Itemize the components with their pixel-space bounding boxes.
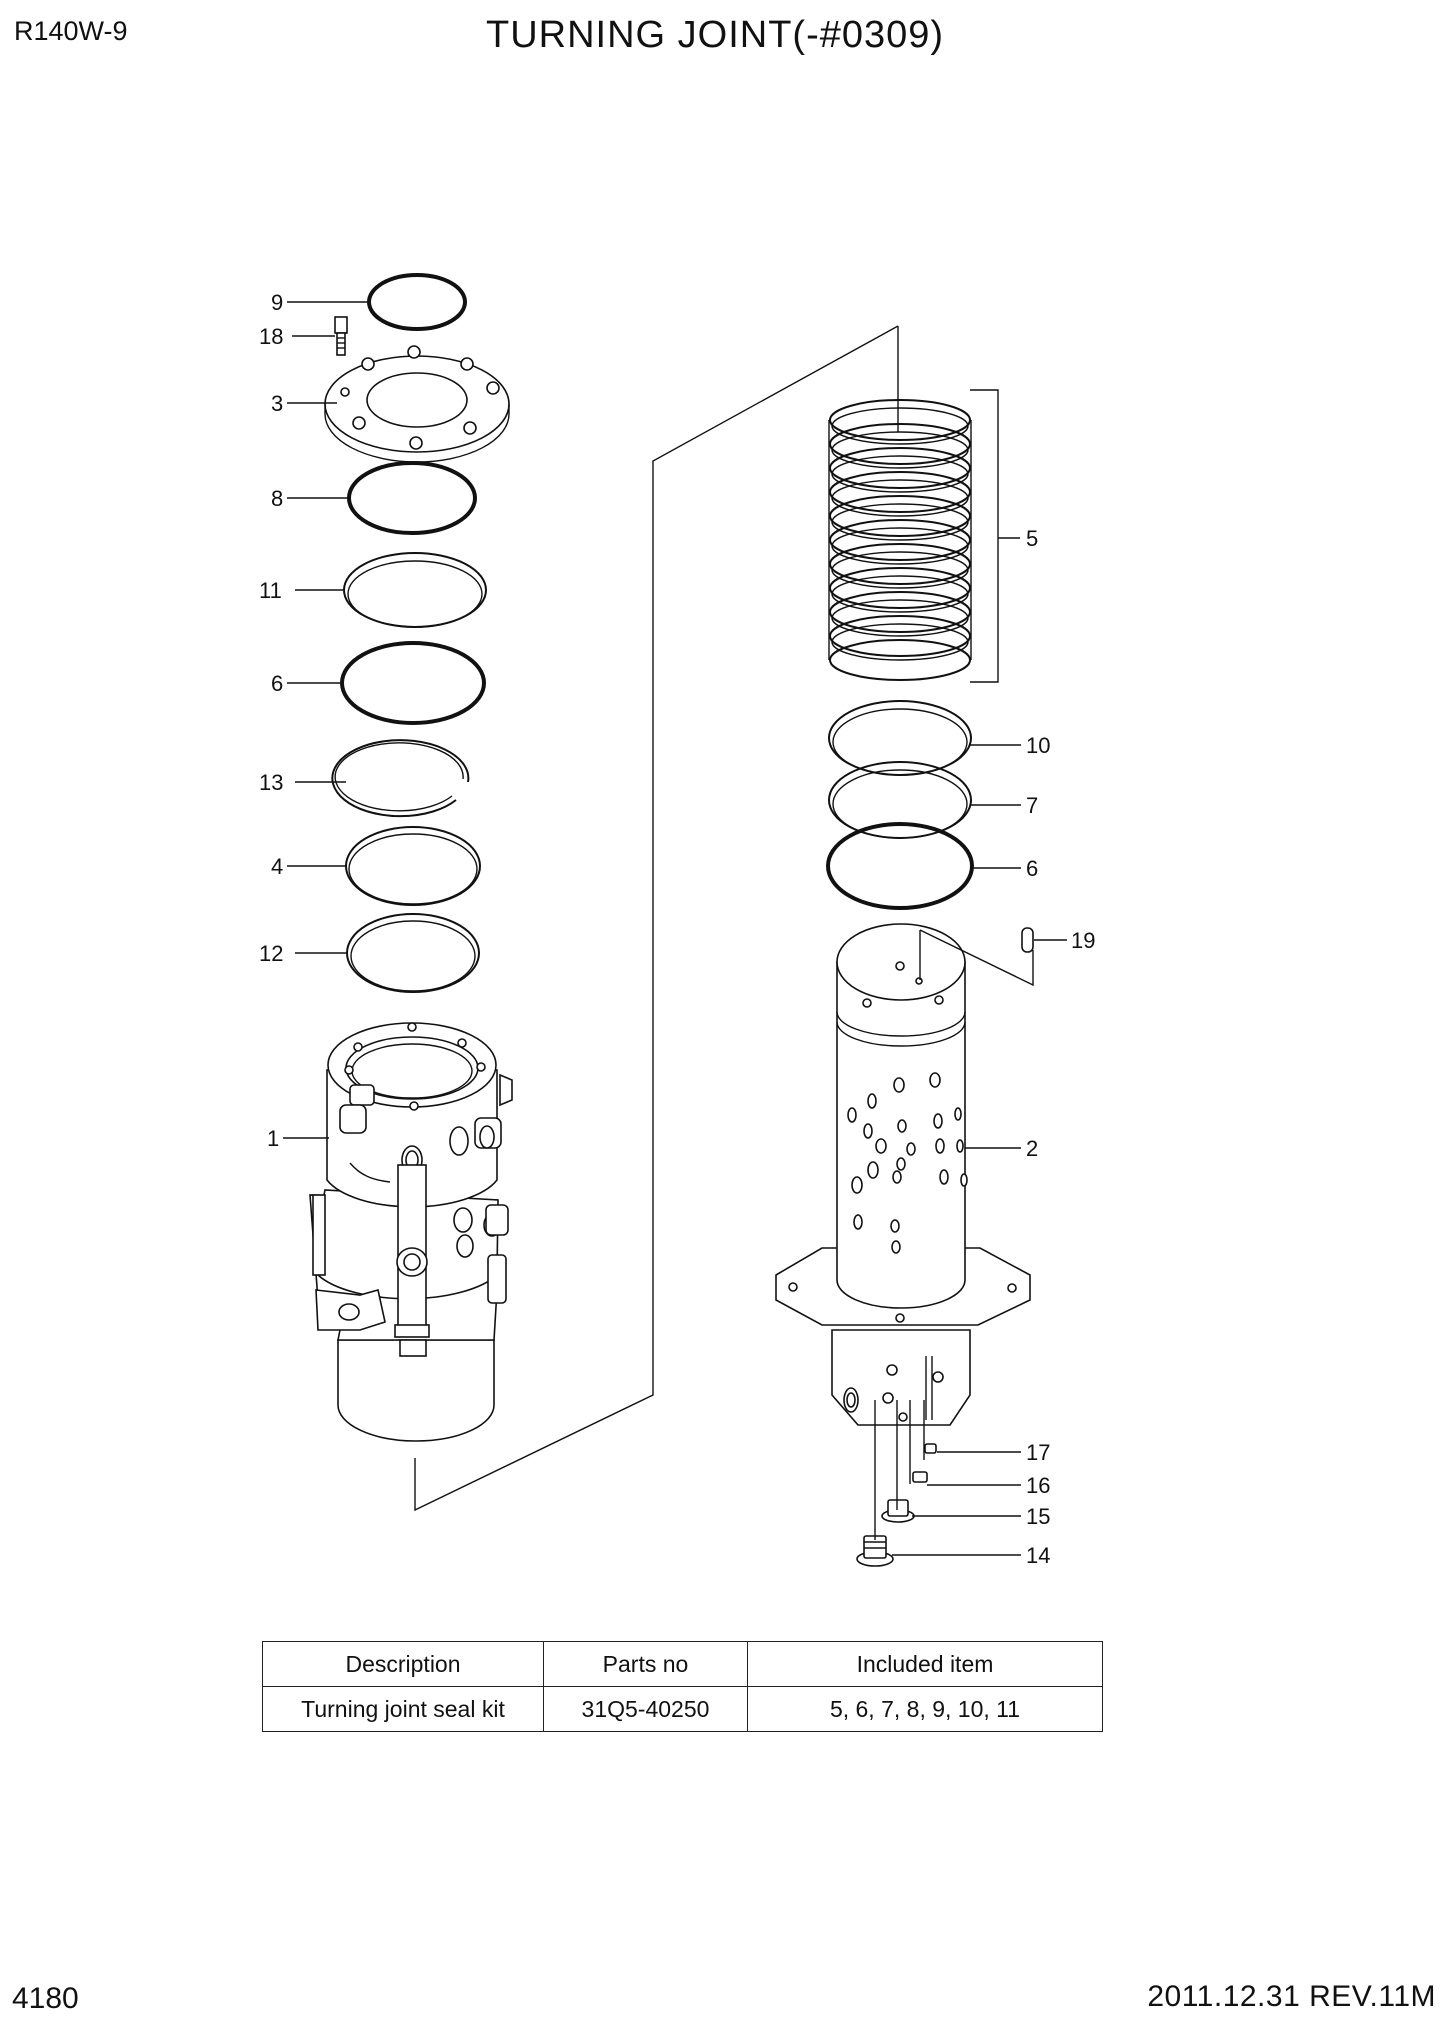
part-5-seal-stack — [828, 399, 972, 681]
callout-17: 17 — [1026, 1440, 1050, 1465]
part-13-snap-ring — [331, 739, 470, 818]
part-10-ring — [828, 700, 972, 776]
part-2-shaft — [775, 923, 1031, 1426]
part-15-plug — [881, 1499, 915, 1523]
part-6-o-ring-left — [340, 641, 486, 725]
page-number: 4180 — [12, 1982, 79, 2015]
callout-6-left: 6 — [271, 671, 283, 696]
part-5-bracket — [970, 389, 999, 683]
part-12-ring — [346, 913, 480, 993]
part-19-pin — [1021, 927, 1034, 953]
callout-12: 12 — [259, 941, 283, 966]
assembly-guide-lines — [414, 325, 1034, 1540]
callout-7: 7 — [1026, 793, 1038, 818]
callout-6-right: 6 — [1026, 856, 1038, 881]
revision-date: 2011.12.31 REV.11M — [1147, 1980, 1436, 2013]
callout-15: 15 — [1026, 1504, 1050, 1529]
callout-19: 19 — [1071, 928, 1095, 953]
part-16-plug — [912, 1471, 928, 1483]
callout-8: 8 — [271, 486, 283, 511]
callout-10: 10 — [1026, 733, 1050, 758]
cell-included-item: 5, 6, 7, 8, 9, 10, 11 — [747, 1686, 1103, 1732]
part-6-o-ring-right — [826, 822, 974, 910]
part-1-hub — [309, 1022, 513, 1442]
callout-9: 9 — [271, 290, 283, 315]
part-9-o-ring — [367, 273, 467, 331]
cell-description: Turning joint seal kit — [262, 1686, 544, 1732]
part-17-plug — [924, 1443, 937, 1454]
column-header-parts-no: Parts no — [543, 1641, 748, 1687]
part-4-ring — [345, 826, 481, 906]
part-18-bolt — [334, 316, 348, 356]
model-code: R140W-9 — [14, 16, 128, 46]
callout-2: 2 — [1026, 1136, 1038, 1161]
callout-3: 3 — [271, 391, 283, 416]
part-7-ring — [828, 761, 972, 839]
callout-14: 14 — [1026, 1543, 1050, 1568]
callout-5: 5 — [1026, 526, 1038, 551]
part-14-plug — [856, 1535, 894, 1567]
cell-parts-no: 31Q5-40250 — [543, 1686, 748, 1732]
column-header-included-item: Included item — [747, 1641, 1103, 1687]
callout-4: 4 — [271, 854, 283, 879]
part-3-cover — [324, 345, 510, 463]
callout-11: 11 — [259, 578, 282, 603]
callout-18: 18 — [259, 324, 283, 349]
callout-13: 13 — [259, 770, 283, 795]
table-header-row: Description Parts no Included item — [262, 1641, 1103, 1687]
callout-16: 16 — [1026, 1473, 1050, 1498]
page-title: TURNING JOINT(-#0309) — [486, 14, 945, 56]
column-header-description: Description — [262, 1641, 544, 1687]
table-row: Turning joint seal kit 31Q5-40250 5, 6, … — [262, 1686, 1103, 1732]
part-8-o-ring — [347, 461, 477, 535]
leader-lines — [283, 301, 1067, 1556]
part-11-backup-ring — [343, 552, 487, 628]
callout-1: 1 — [267, 1126, 279, 1151]
callout-labels: 9 18 3 8 11 6 13 4 12 1 5 10 7 6 19 2 17… — [259, 290, 1095, 1568]
seal-kit-table: Description Parts no Included item Turni… — [262, 1641, 1103, 1732]
